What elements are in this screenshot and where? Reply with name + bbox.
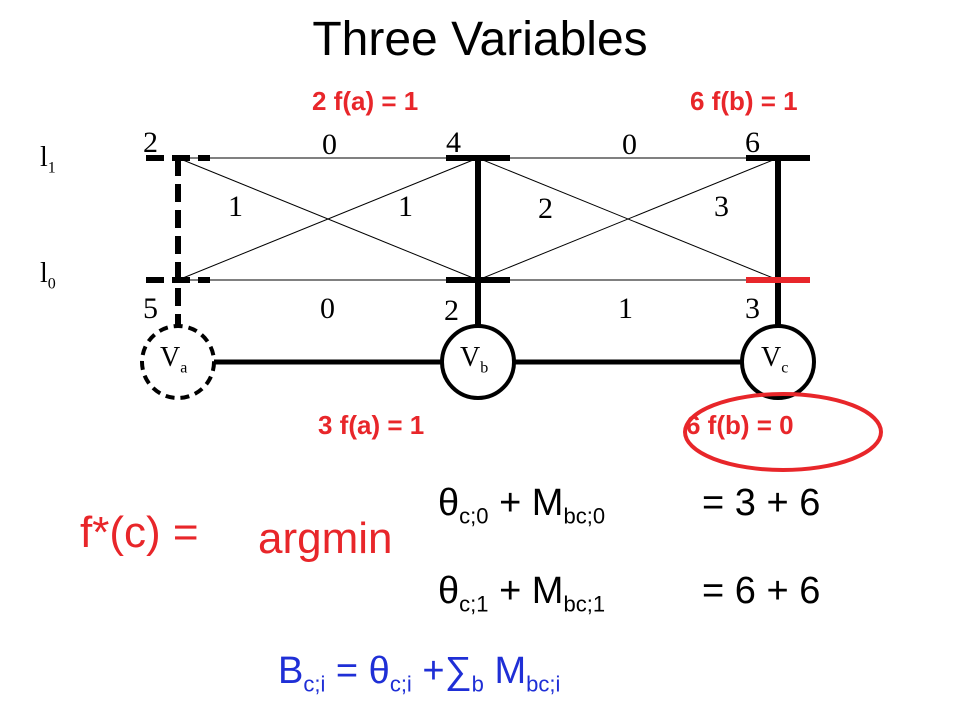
- pairwise-bc-bottom: 1: [618, 292, 633, 325]
- edge-bc-cross-2: [477, 157, 779, 281]
- unary-c-l0: 3: [745, 292, 760, 325]
- pairwise-bc-diag-1: 2: [538, 192, 553, 225]
- node-va-label: Va: [160, 342, 188, 377]
- pairwise-bc-diag-2: 3: [714, 190, 729, 223]
- slide-title: Three Variables: [312, 13, 648, 66]
- formula-fstar: f*(c) =: [80, 508, 199, 557]
- pairwise-ab-top: 0: [322, 128, 337, 161]
- label-l1: l1: [40, 142, 56, 177]
- annotation-bottom-right: 6 f(b) = 0: [686, 410, 794, 440]
- pairwise-ab-diag-2: 1: [398, 190, 413, 223]
- node-vb-label: Vb: [460, 342, 489, 377]
- unary-b-l1: 4: [446, 126, 461, 159]
- unary-a-l1: 2: [143, 126, 158, 159]
- highlight-ellipse: [683, 392, 883, 472]
- pairwise-bc-top: 0: [622, 128, 637, 161]
- unary-a-l0: 5: [143, 292, 158, 325]
- formula-row-0: θc;0 + Mbc;0: [438, 482, 606, 529]
- pairwise-ab-diag-1: 1: [228, 190, 243, 223]
- annotation-top-left: 2 f(a) = 1: [312, 86, 419, 116]
- label-l0: l0: [40, 258, 56, 293]
- formula-row-1: θc;1 + Mbc;1: [438, 570, 606, 617]
- node-va: [140, 324, 216, 400]
- unary-b-l0: 2: [444, 294, 459, 327]
- formula-row-1-value: = 6 + 6: [702, 570, 821, 612]
- pairwise-ab-bottom: 0: [320, 292, 335, 325]
- formula-belief: Bc;i = θc;i +∑b Mbc;i: [278, 650, 561, 697]
- unary-c-l1: 6: [745, 126, 760, 159]
- node-vb: [440, 324, 516, 400]
- edge-ab-cross-2: [177, 157, 479, 281]
- node-vc-label: Vc: [761, 342, 789, 377]
- formula-argmin: argmin: [258, 514, 393, 563]
- annotation-top-right: 6 f(b) = 1: [690, 86, 798, 116]
- annotation-bottom-left: 3 f(a) = 1: [318, 410, 425, 440]
- node-vc: [740, 324, 816, 400]
- formula-row-0-value: = 3 + 6: [702, 482, 821, 524]
